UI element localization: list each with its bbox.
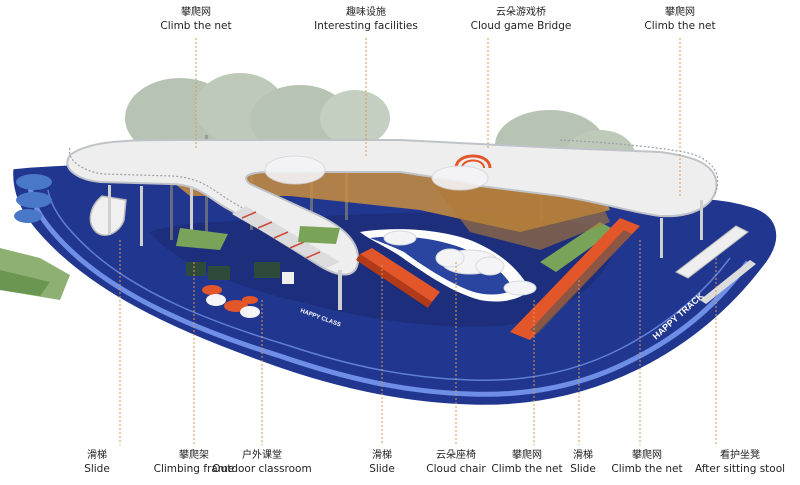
label-top-cloud-game-bridge: 云朵游戏桥 Cloud game Bridge: [470, 7, 572, 32]
deck-railing: [68, 147, 327, 259]
track-lane-inner: [47, 189, 731, 382]
label-bottom-cloud-chair: 云朵座椅 Cloud chair: [426, 450, 486, 475]
support-columns: [108, 185, 703, 310]
label-top-interesting-facilities: 趣味设施 Interesting facilities: [314, 7, 418, 32]
track-lane-outer: [27, 181, 751, 397]
label-bottom-after-sitting-stool: 看护坐凳 After sitting stool: [694, 450, 786, 475]
classroom-boards: [186, 262, 294, 284]
deck-railing-right: [559, 139, 719, 197]
pad-3: [14, 209, 42, 223]
grass-strip: [540, 222, 615, 272]
leader-lines: [119, 38, 717, 445]
pad-2: [16, 192, 52, 208]
label-bottom-slide-1: 滑梯 Slide: [84, 450, 110, 475]
net-mesh: [530, 230, 632, 334]
label-bottom-slide-2: 滑梯 Slide: [369, 450, 395, 475]
sitting-stool: [675, 225, 749, 279]
sitting-stool-long: [700, 260, 756, 304]
label-bottom-outdoor-classroom: 户外课堂 Outdoor classroom: [212, 450, 312, 475]
white-cushions: [206, 294, 260, 318]
lawn-shadow: [0, 270, 50, 296]
label-top-climb-net-left: 攀爬网 Climb the net: [160, 7, 232, 32]
bridge-arch: [454, 154, 492, 169]
label-bottom-climb-net-1: 攀爬网 Climb the net: [491, 450, 563, 475]
orange-slide-center: [360, 248, 440, 302]
label-top-climb-net-right: 攀爬网 Climb the net: [644, 7, 716, 32]
grass-patch-mid: [298, 226, 340, 244]
label-bottom-slide-3: 滑梯 Slide: [570, 450, 596, 475]
label-bottom-climb-net-2: 攀爬网 Climb the net: [611, 450, 683, 475]
staircase: [232, 206, 340, 268]
grass-patch-left: [176, 228, 228, 250]
orange-slide-center-edge: [356, 254, 432, 308]
label-bottom-climbing-frame: 攀爬架 Climbing frame: [153, 450, 235, 475]
pad-1: [16, 174, 52, 190]
